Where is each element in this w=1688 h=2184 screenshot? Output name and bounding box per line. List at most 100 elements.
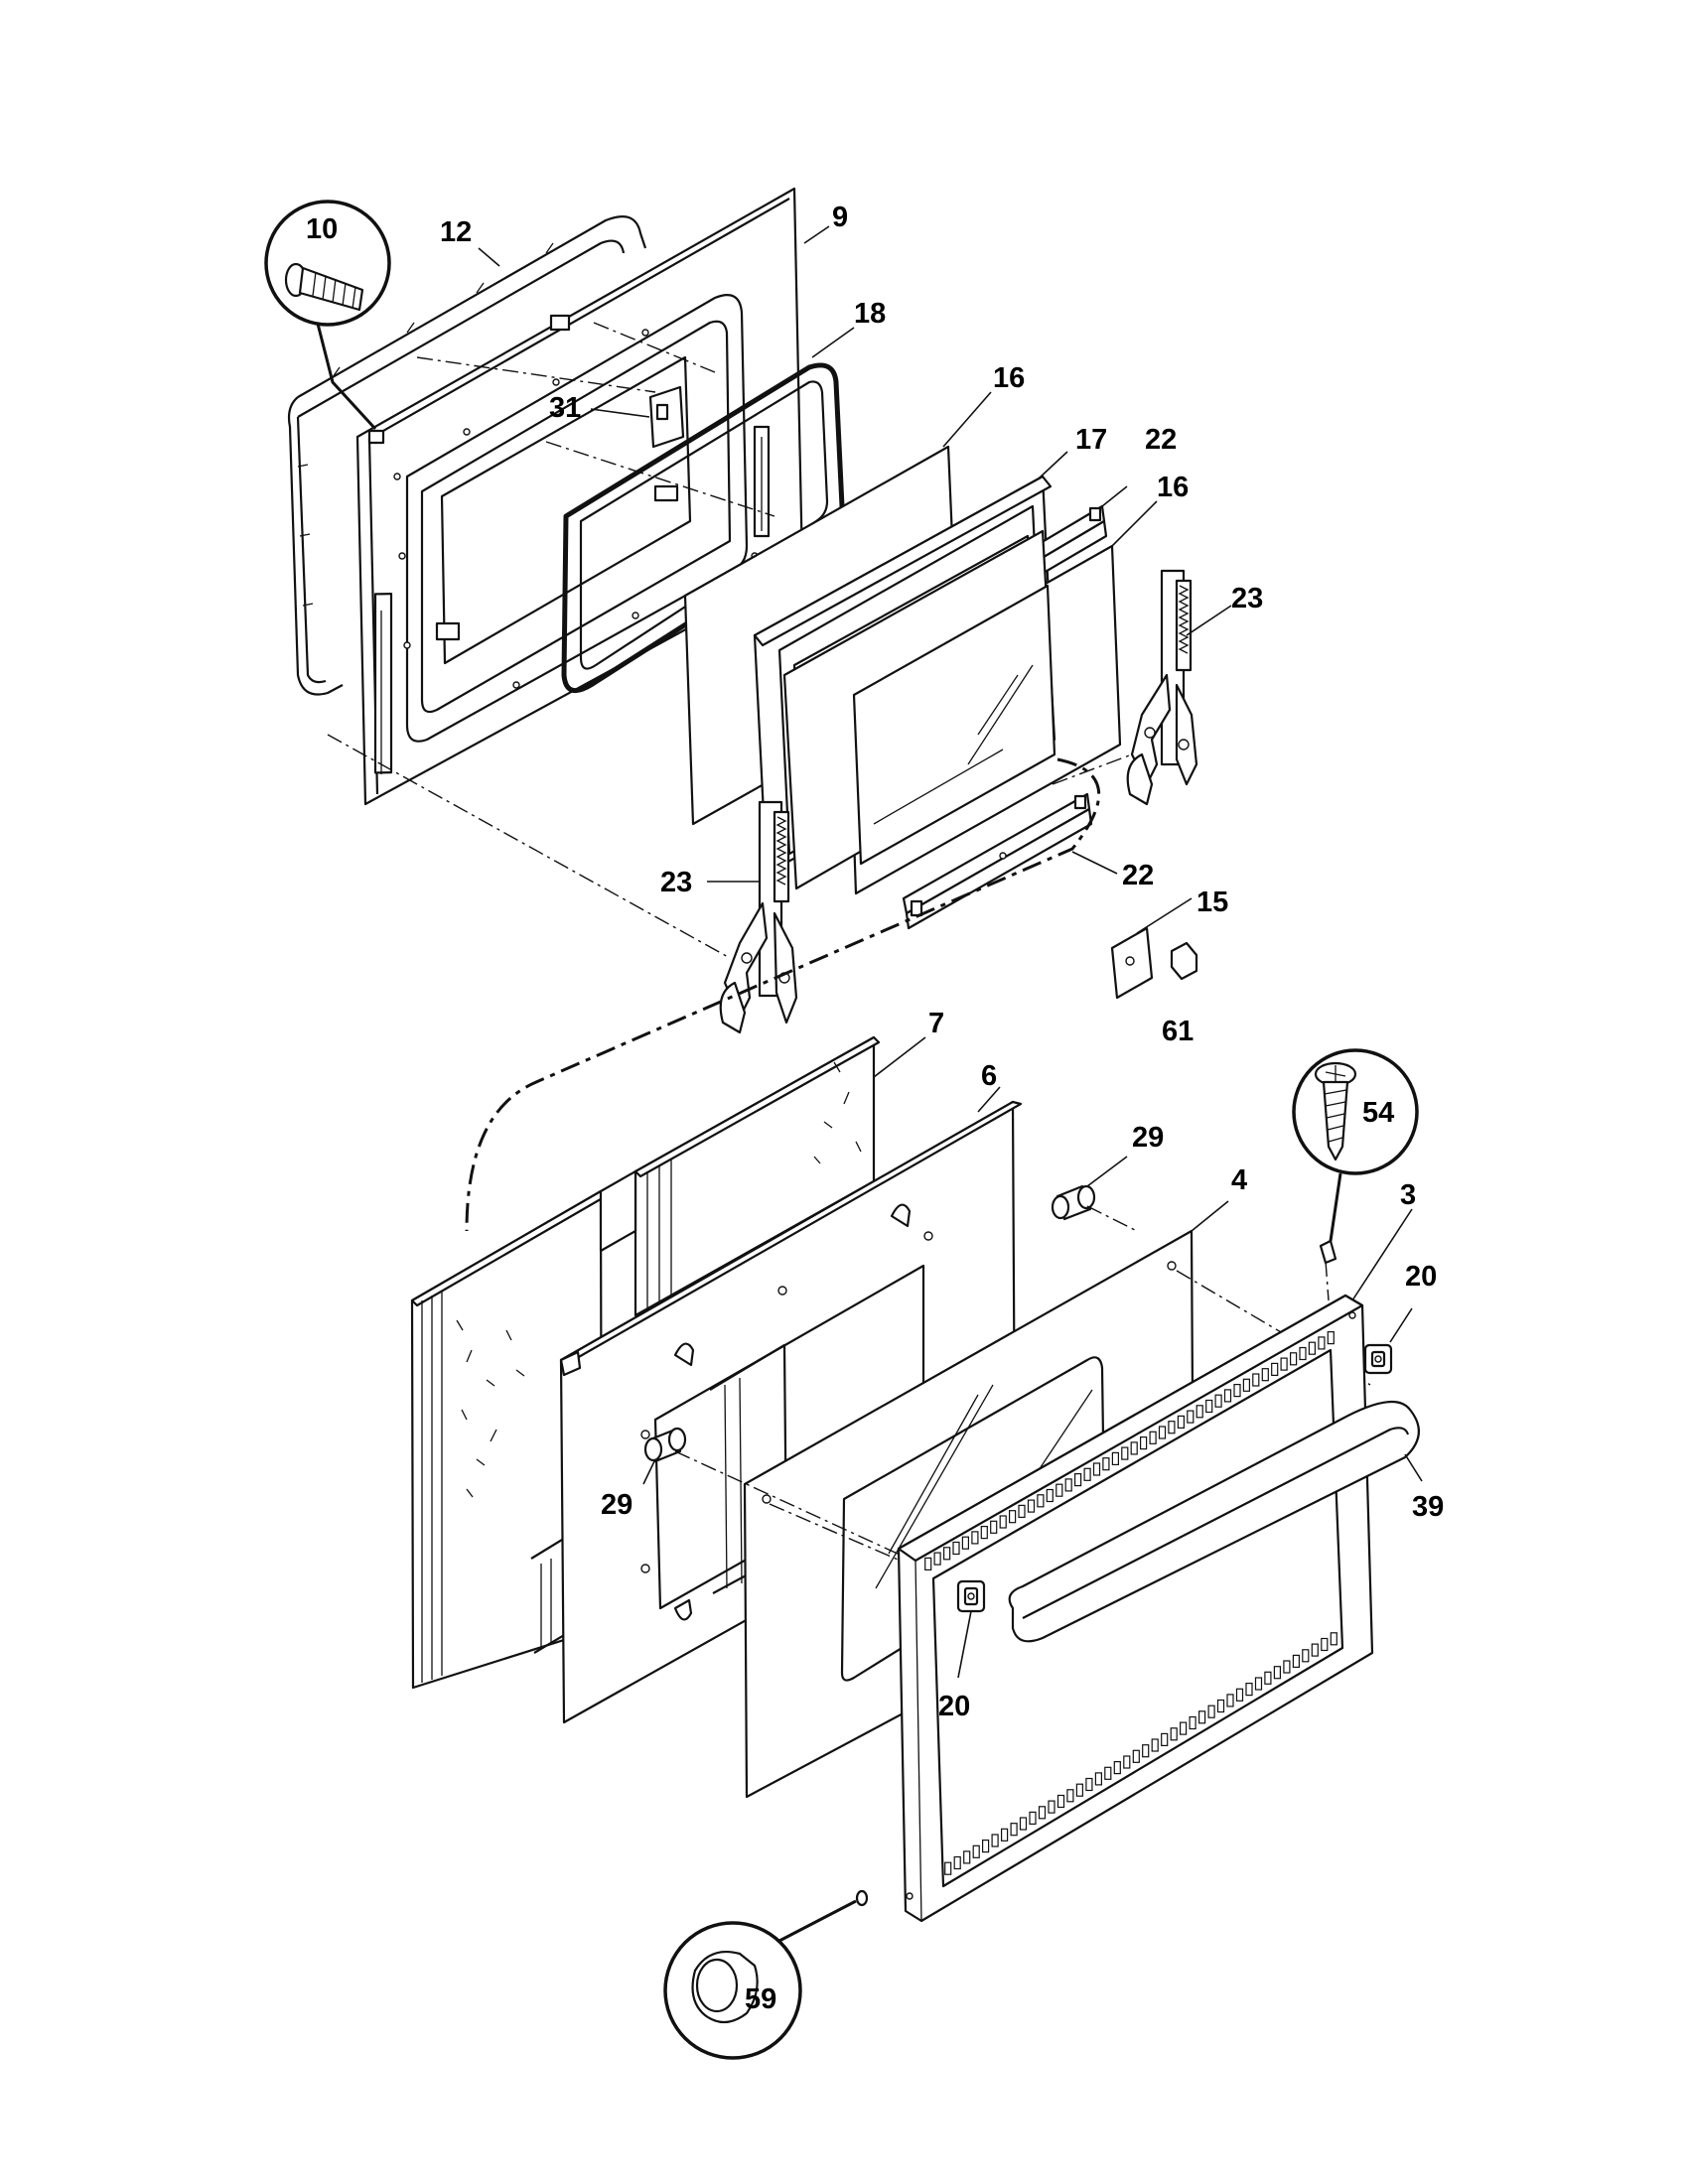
screw-icon (284, 262, 364, 312)
part-23-hinge-left: 23 (660, 800, 798, 1034)
vent-slot (1207, 1705, 1215, 1718)
vent-slot (1311, 1643, 1319, 1657)
vent-slot (1330, 1632, 1337, 1646)
vent-slot (1242, 1378, 1251, 1392)
vent-slot (1280, 1357, 1288, 1371)
vent-slot (1161, 1732, 1169, 1747)
alignment-lines-upper (327, 322, 1133, 959)
vent-slot (1235, 1688, 1244, 1702)
vent-slot (1189, 1715, 1196, 1730)
vent-slot (1038, 1806, 1047, 1820)
vent-slot (1113, 1760, 1121, 1775)
vent-slot (1000, 1828, 1009, 1842)
part-6-inner-panel: 6 (559, 1060, 1023, 1724)
vent-slot (1073, 1472, 1082, 1487)
vent-slot (1302, 1649, 1310, 1663)
vent-slot (1252, 1373, 1260, 1387)
plug-button-icon (691, 1950, 759, 2024)
vent-slot (1283, 1660, 1291, 1674)
vent-slot (1158, 1426, 1167, 1439)
vent-slot (1046, 1488, 1054, 1503)
vent-slot (1102, 1457, 1110, 1471)
label-29-lower: 29 (601, 1489, 633, 1521)
vent-slot (999, 1515, 1007, 1529)
vent-slot (1226, 1694, 1234, 1707)
label-6: 6 (981, 1060, 997, 1092)
assembly-connector-line (465, 757, 1101, 1232)
vent-slot (1111, 1451, 1120, 1466)
vent-slot (1254, 1677, 1263, 1691)
label-22-upper: 22 (1145, 424, 1177, 456)
vent-slot (1264, 1671, 1272, 1685)
part-54-screw-callout: 54 (1292, 1048, 1419, 1265)
leader-12 (478, 247, 500, 267)
vent-slot (1197, 1710, 1206, 1724)
label-4: 4 (1231, 1164, 1247, 1196)
vent-slot (991, 1834, 999, 1847)
vent-slot (1273, 1666, 1282, 1680)
inner-window-frame (782, 529, 1056, 890)
label-22-lower: 22 (1122, 860, 1154, 891)
vent-slot (1289, 1352, 1298, 1366)
vent-slot (1149, 1431, 1157, 1444)
vent-slot (1010, 1823, 1018, 1837)
vent-slot (1327, 1330, 1335, 1345)
label-9: 9 (832, 202, 848, 233)
label-3: 3 (1400, 1179, 1416, 1211)
vent-slot (1308, 1341, 1317, 1355)
label-61: 61 (1162, 1016, 1194, 1047)
label-54: 54 (1362, 1097, 1394, 1129)
vent-slot (1318, 1336, 1326, 1350)
label-39: 39 (1412, 1491, 1444, 1523)
label-23-left: 23 (660, 867, 692, 898)
vent-slot (1083, 1467, 1091, 1481)
vent-slot (1223, 1389, 1232, 1403)
vent-slot (1321, 1637, 1329, 1652)
vent-slot (1029, 1811, 1037, 1826)
label-59: 59 (745, 1983, 776, 2015)
vent-slot (1092, 1462, 1101, 1476)
vent-slot (1123, 1755, 1131, 1769)
part-39-handle: 39 (1008, 1400, 1444, 1643)
label-20-left: 20 (938, 1691, 970, 1722)
vent-slot (1214, 1394, 1222, 1408)
part-31-bracket: 31 (549, 385, 685, 449)
vent-slot (1139, 1435, 1148, 1450)
vent-slot (1205, 1399, 1213, 1414)
vent-slot (1008, 1510, 1017, 1524)
vent-slot (942, 1547, 951, 1561)
label-29-upper: 29 (1132, 1122, 1164, 1154)
insulation-speckle (456, 1061, 862, 1498)
vent-slot (924, 1557, 932, 1571)
vent-slot (1064, 1478, 1072, 1492)
vent-slot (1055, 1483, 1063, 1497)
part-12-door-gasket (287, 215, 647, 696)
vent-slot (1056, 1794, 1065, 1809)
part-61-clip: 61 (1162, 941, 1198, 1047)
part-10-screw-callout: 10 (264, 200, 391, 431)
vent-slot (1245, 1682, 1253, 1697)
part-29-spacer-left: 29 (601, 1427, 687, 1521)
vent-slot (952, 1541, 960, 1556)
vent-slot (944, 1861, 952, 1875)
label-12: 12 (440, 216, 472, 248)
vent-slot (1066, 1789, 1074, 1803)
label-15: 15 (1196, 887, 1228, 918)
vent-slot (1299, 1346, 1307, 1361)
vent-slot (1037, 1494, 1045, 1508)
vent-slot (1261, 1368, 1269, 1382)
vent-slot (971, 1531, 979, 1545)
vent-slot (1177, 1415, 1186, 1430)
vent-slot (1168, 1421, 1176, 1434)
part-20-end-cap-left: 20 (938, 1579, 986, 1722)
vent-slot (990, 1520, 998, 1534)
vent-slot (1151, 1738, 1159, 1752)
vent-slot (1179, 1721, 1188, 1735)
vent-slot (1121, 1446, 1129, 1460)
vent-slot (1018, 1504, 1026, 1519)
part-7-insulation: 7 (410, 1008, 944, 1690)
vent-slot (980, 1525, 988, 1540)
label-17: 17 (1075, 424, 1107, 456)
vent-slot (1132, 1749, 1140, 1763)
